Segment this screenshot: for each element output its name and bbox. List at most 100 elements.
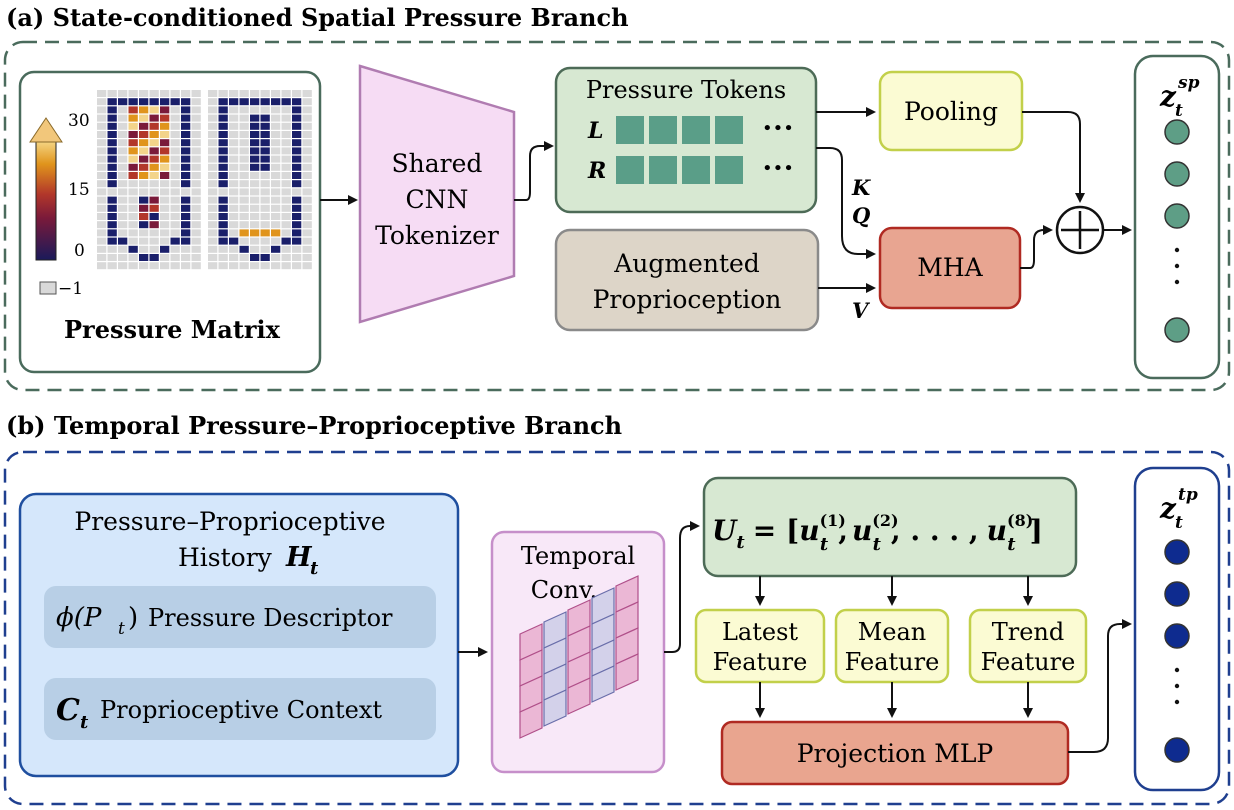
pressure-cell: [239, 180, 249, 188]
pressure-cell: [107, 254, 117, 261]
pressure-cell: [128, 147, 138, 155]
pressure-cell: [97, 229, 107, 237]
pressure-cell: [239, 188, 249, 196]
pressure-cell: [292, 237, 302, 245]
output-tp-box: z tp t: [1133, 466, 1221, 792]
projection-mlp-label: Projection MLP: [797, 739, 994, 768]
pressure-cell: [139, 254, 149, 261]
conv-cell: [519, 701, 543, 739]
trend-feature-line2: Feature: [981, 648, 1076, 676]
pressure-cell: [281, 229, 291, 237]
pressure-cell: [218, 163, 228, 171]
output-node: [1164, 539, 1190, 565]
pressure-cell: [191, 245, 201, 253]
pressure-cell: [260, 188, 270, 196]
pressure-cell: [292, 131, 302, 138]
pressure-cell: [160, 90, 170, 97]
pressure-cell: [260, 155, 270, 163]
descriptor-math: ϕ(P: [56, 603, 102, 633]
pressure-cell: [239, 213, 249, 220]
pressure-cell: [107, 221, 117, 229]
trend-feature-line1: Trend: [992, 618, 1065, 646]
pressure-cell: [229, 131, 239, 138]
pressure-cell: [97, 204, 107, 212]
pressure-cell: [139, 139, 149, 147]
pressure-cell: [239, 196, 249, 204]
pressure-cell: [218, 139, 228, 147]
pressure-cell: [218, 114, 228, 122]
pressure-cell: [149, 188, 159, 196]
pressure-cell: [191, 204, 201, 212]
pressure-cell: [229, 98, 239, 106]
pressure-cell: [170, 90, 180, 97]
pressure-cell: [118, 90, 128, 97]
pressure-cell: [229, 237, 239, 245]
pressure-cell: [271, 221, 281, 229]
pressure-cell: [260, 163, 270, 171]
context-label: Proprioceptive Context: [100, 696, 382, 724]
mean-feature-line1: Mean: [858, 618, 927, 646]
pressure-cell: [170, 139, 180, 147]
pressure-cell: [170, 98, 180, 106]
pressure-cell: [97, 98, 107, 106]
ellipsis-dot: [1174, 279, 1180, 285]
z-tp-sub: t: [1175, 513, 1183, 533]
pressure-cell: [128, 122, 138, 130]
pressure-cell: [191, 221, 201, 229]
pressure-cell: [260, 221, 270, 229]
pressure-cell: [208, 172, 218, 179]
output-node: [1164, 623, 1190, 649]
pressure-cell: [292, 114, 302, 122]
pressure-cell: [292, 262, 302, 270]
pressure-cell: [302, 147, 312, 155]
pressure-cell: [170, 106, 180, 114]
arrow-icon: [1022, 111, 1085, 203]
pressure-cell: [271, 229, 281, 237]
pressure-cell: [149, 131, 159, 138]
pressure-cell: [181, 245, 191, 253]
conv-cell: [615, 653, 639, 691]
projection-mlp-box: Projection MLP: [720, 720, 1070, 786]
pressure-cell: [239, 172, 249, 179]
pressure-cell: [218, 172, 228, 179]
pressure-cell: [149, 122, 159, 130]
pressure-cell: [208, 106, 218, 114]
pressure-cell: [128, 221, 138, 229]
pressure-cell: [191, 262, 201, 270]
query-label: Q: [852, 203, 870, 228]
pressure-cell: [128, 172, 138, 179]
pressure-cell: [97, 155, 107, 163]
pressure-cell: [128, 237, 138, 245]
pressure-matrix-box: 30 15 0 −1 Pressure Matrix: [18, 70, 322, 374]
pressure-cell: [302, 237, 312, 245]
pressure-cell: [97, 237, 107, 245]
pressure-cell: [302, 196, 312, 204]
pressure-cell: [160, 147, 170, 155]
ellipsis-dot: [1174, 699, 1180, 705]
pooling-box: Pooling: [878, 70, 1024, 152]
pressure-cell: [302, 254, 312, 261]
pressure-cell: [239, 221, 249, 229]
pressure-cell: [271, 196, 281, 204]
pressure-cell: [250, 172, 260, 179]
pressure-cell: [107, 188, 117, 196]
pressure-cell: [128, 98, 138, 106]
history-var-sub: t: [310, 558, 319, 579]
latest-feature-line1: Latest: [722, 618, 798, 646]
pressure-cell: [107, 106, 117, 114]
pressure-cell: [281, 245, 291, 253]
pressure-cell: [218, 188, 228, 196]
pressure-cell: [181, 254, 191, 261]
pressure-cell: [281, 147, 291, 155]
pressure-cell: [302, 188, 312, 196]
pressure-cell: [239, 122, 249, 130]
pressure-cell: [107, 90, 117, 97]
pressure-cell: [97, 180, 107, 188]
pressure-cell: [218, 147, 228, 155]
pressure-cell: [292, 254, 302, 261]
pressure-cell: [170, 237, 180, 245]
pressure-cell: [271, 147, 281, 155]
pressure-cell: [292, 204, 302, 212]
pressure-cell: [128, 196, 138, 204]
proprio-line1: Augmented: [613, 249, 760, 278]
